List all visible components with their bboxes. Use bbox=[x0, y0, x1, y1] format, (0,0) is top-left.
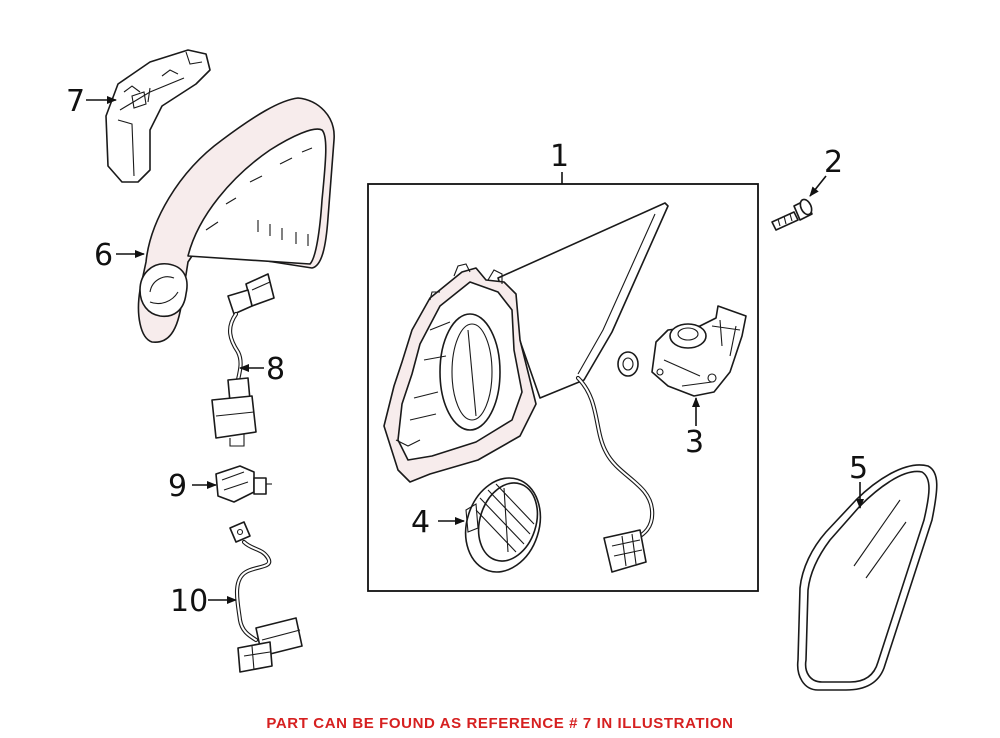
socket-pigtail bbox=[211, 273, 275, 447]
mirror-harness bbox=[229, 521, 303, 673]
callout-8: 8 bbox=[266, 352, 285, 387]
mirror-cover bbox=[137, 97, 335, 343]
callout-7: 7 bbox=[66, 84, 85, 119]
housing-wire-harness bbox=[575, 375, 655, 573]
mirror-glass bbox=[796, 464, 938, 691]
callout-2: 2 bbox=[824, 145, 843, 180]
assembly-box bbox=[367, 183, 759, 592]
callout-5: 5 bbox=[849, 451, 868, 486]
turn-signal-lamp bbox=[105, 49, 211, 183]
callout-6: 6 bbox=[94, 238, 113, 273]
mirror-housing-frame bbox=[383, 202, 669, 483]
callout-3: 3 bbox=[685, 425, 704, 460]
connector-clip bbox=[215, 465, 272, 503]
callout-4: 4 bbox=[411, 505, 430, 540]
glass-adjuster bbox=[464, 477, 542, 573]
callout-10: 10 bbox=[170, 584, 208, 619]
mirror-motor-actuator bbox=[617, 305, 747, 397]
screw bbox=[771, 198, 813, 231]
callout-2-arrow bbox=[809, 175, 827, 197]
callout-1: 1 bbox=[550, 139, 569, 174]
callout-9: 9 bbox=[168, 469, 187, 504]
reference-note: PART CAN BE FOUND AS REFERENCE # 7 IN IL… bbox=[266, 715, 734, 732]
